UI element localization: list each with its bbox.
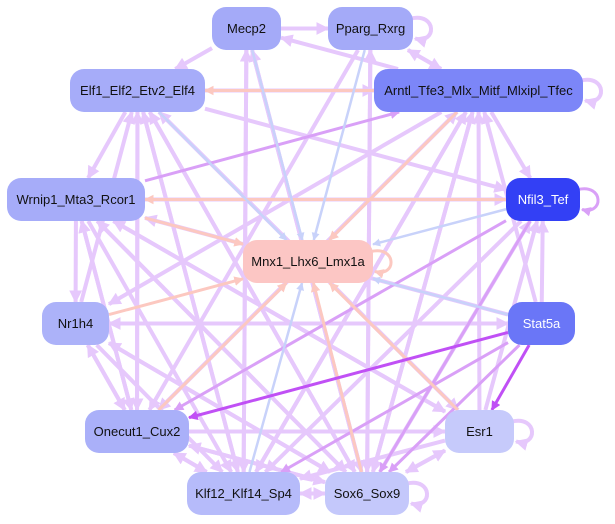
node-label: Mecp2 [226,21,267,36]
edge-klf12-to-onecut1 [172,451,208,474]
node-elf1-elf2-etv2-elf4[interactable]: Elf1_Elf2_Etv2_Elf4 [70,69,205,112]
node-label: Wrnip1_Mta3_Rcor1 [16,192,136,207]
edge-onecut1-to-mnx1 [157,281,288,412]
node-label: Nr1h4 [57,316,94,331]
edge-arntl-to-mecp2 [279,34,399,71]
node-mecp2[interactable]: Mecp2 [212,7,281,50]
edge-pparg_rxrg-to-pparg_rxrg [410,15,433,48]
edge-stat5a-to-mnx1 [372,276,509,316]
edge-stat5a-to-esr1 [490,344,531,411]
node-label: Stat5a [522,316,561,331]
edge-esr1-to-arntl [472,110,485,411]
edge-arntl-to-nfil3 [489,110,532,180]
edge-stat5a-to-nfil3 [536,219,550,303]
edge-pparg_rxrg-to-arntl [406,48,443,71]
edge-wrnip1-to-mnx1 [144,216,244,247]
edge-arntl-to-nr1h4 [107,110,443,306]
node-wrnip1-mta3-rcor1[interactable]: Wrnip1_Mta3_Rcor1 [7,178,145,221]
edge-sox6-to-elf1 [148,110,357,473]
edge-esr1-to-mnx1 [328,281,459,412]
edge-pparg_rxrg-to-mnx1 [311,49,366,241]
edge-onecut1-to-nr1h4 [86,343,127,411]
edge-stat5a-to-klf12 [280,341,509,474]
edge-klf12-to-mnx1 [248,282,304,473]
node-pparg-rxrg[interactable]: Pparg_Rxrg [328,7,413,50]
edge-wrnip1-to-klf12 [86,220,233,474]
edge-nfil3-to-onecut1 [173,219,507,412]
node-arntl-tfe3-mlx-mitf-mlxipl-tfec[interactable]: Arntl_Tfe3_Mlx_Mitf_Mlxipl_Tfec [374,69,583,112]
node-label: Klf12_Klf14_Sp4 [195,486,292,501]
node-label: Onecut1_Cux2 [93,424,181,439]
edge-arntl-to-mnx1 [328,110,459,242]
edge-esr1-to-wrnip1 [112,219,446,414]
edge-elf1-to-mnx1 [158,111,288,241]
edge-mnx1-to-mnx1 [370,249,393,279]
node-nr1h4[interactable]: Nr1h4 [42,302,109,345]
node-esr1[interactable]: Esr1 [445,410,514,453]
node-label: Sox6_Sox9 [333,486,401,501]
node-sox6-sox9[interactable]: Sox6_Sox9 [325,472,409,515]
edge-nr1h4-to-mnx1 [108,276,244,317]
edge-sox6-to-nr1h4 [107,341,332,474]
edge-elf1-to-wrnip1 [86,111,128,180]
node-nfil3-tef[interactable]: Nfil3_Tef [506,178,580,221]
node-label: Nfil3_Tef [517,192,569,207]
node-klf12-klf14-sp4[interactable]: Klf12_Klf14_Sp4 [187,472,300,515]
node-label: Pparg_Rxrg [335,21,406,36]
edge-sox6-to-esr1 [405,448,447,474]
edge-klf12-to-arntl [254,110,468,474]
edge-elf1-to-nfil3 [204,106,508,193]
edge-nfil3-to-nfil3 [577,187,600,217]
node-label: Arntl_Tfe3_Mlx_Mitf_Mlxipl_Tfec [384,83,573,98]
edge-stat5a-to-onecut1 [188,330,509,421]
edge-sox6-to-sox6 [406,480,429,513]
node-label: Esr1 [466,424,493,439]
edge-esr1-to-esr1 [511,418,534,451]
edge-pparg_rxrg-to-onecut1 [147,48,360,412]
node-label: Mnx1_Lhx6_Lmx1a [251,254,365,269]
node-stat5a[interactable]: Stat5a [508,302,575,345]
edge-esr1-to-klf12 [298,438,446,482]
node-label: Elf1_Elf2_Etv2_Elf4 [80,83,195,98]
edge-wrnip1-to-arntl [144,109,401,183]
edge-mecp2-to-mnx1 [250,49,305,241]
node-mnx1-lhx6-lmx1a[interactable]: Mnx1_Lhx6_Lmx1a [243,240,373,283]
edge-arntl-to-arntl [580,77,603,110]
node-onecut1-cux2[interactable]: Onecut1_Cux2 [85,410,189,453]
edge-nfil3-to-mnx1 [372,208,507,247]
edge-mecp2-to-elf1 [174,46,213,71]
